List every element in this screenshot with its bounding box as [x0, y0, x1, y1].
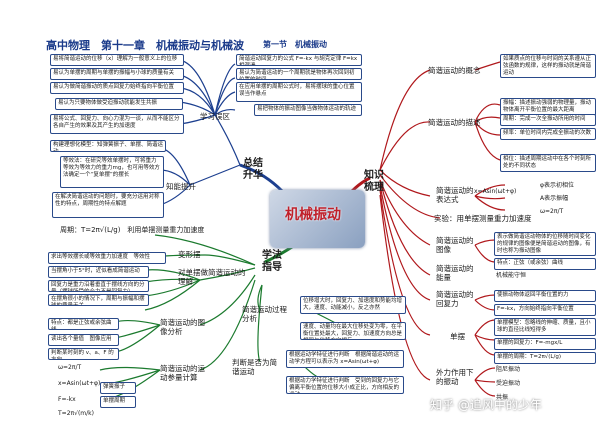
calc-item: 单摆周期 [100, 396, 136, 408]
graph-item: 读出各个量值 图像应用 [48, 334, 119, 346]
goal-item: 易认为做简谐振动的质点回复力始终指向平衡位置 [50, 82, 184, 94]
section-subtitle: 第一节 机械振动 [263, 40, 327, 49]
expr-item: ω=2π/T [540, 208, 564, 215]
judge-item: 根据运动学特征进行判断 根据简谐运动的运动学方程可以表示为 x=Asin(ωt+… [286, 350, 404, 368]
node-forced: 外力作用下的振动 [436, 368, 474, 386]
node-calc: 简谐运动的运动参量计算 [160, 364, 205, 382]
calc-item: x=Asin(ωt+φ) [58, 380, 101, 387]
concept-text: 如果质点的位移与时间的关系遵从正弦函数的规律，这样的振动就是简谐运动 [500, 54, 596, 78]
ability-item: 在解决简谐运动的问题时，要充分运用对称性的特点，周期性的特点解题 [52, 192, 164, 218]
process-item: 位移增大时，回复力、加速度和势能均增大，速度、动能减小，反之亦然 [300, 296, 406, 314]
node-pendulum-understanding: 对单摆做简谐运动的理解 [178, 268, 246, 286]
node-graph-analysis: 简谐运动的图像分析 [160, 318, 205, 336]
calc-item: ω=2π/T [58, 364, 82, 371]
goal-item: 易将简谐运动的位移（x）理解为一般意义上的位移 [50, 54, 184, 66]
goal-item: 易把物体的振动图像当做物体运动的轨迹 [254, 104, 362, 116]
hub-knowledge: 知识 梳理 [364, 170, 386, 194]
hub-knowledge-label: 知识 梳理 [364, 170, 384, 193]
calc-item: 弹簧振子 [100, 382, 136, 394]
node-process: 简谐运动过程分析 [242, 305, 287, 323]
pendulum-k-item: 单摆的周期：T=2π√(L/g) [494, 352, 596, 364]
node-expr: 简谐运动的表达式 [436, 186, 474, 204]
graph-item: 特点：都是正弦或余弦曲线 [48, 318, 119, 330]
ability-item: 构建理想化模型：知弹簧振子、单摆、简谐运动 [50, 140, 166, 152]
image-item: 特点：正弦（或余弦）曲线 [494, 258, 596, 270]
node-learning-goals: 学习误区 [200, 112, 230, 121]
hub-summary-label: 总结 升华 [243, 158, 263, 181]
goal-item: 易认为单摆的周期与单摆的振幅与小球的质量有关 [50, 68, 184, 80]
goal-item: 易认为只要物体做受迫振动就能发生共振 [55, 98, 183, 110]
process-item: 速度、动量均在最大位移处变为零，在平衡位置处最大，回复力、加速度方向总是相同与位… [300, 322, 406, 340]
node-transform-pendulum: 变形摆 [178, 250, 201, 259]
center-node: 机械振动 [270, 190, 365, 248]
node-pendulum: 单摆 [450, 332, 465, 341]
ability-item: 等效法：在研究等效单摆时，可将重力等效为等效力的重力mg，也可用等效方法确定一个… [60, 156, 164, 188]
pendulum-item: 回复力是重力沿着垂直于摆线方向的分量（摆球所受的合力不是回复力） [48, 280, 149, 292]
formula-note: 周期：T=2π√(L/g) 利用单摆测量重力加速度 [60, 226, 205, 234]
pendulum-k-item: 单摆的回复力：F=-mgx/L [494, 338, 596, 350]
image-item: 表示做简谐运动物体的位移随时间变化的规律的图像便是简谐运动的图像，有时也称为振动… [494, 232, 596, 256]
goal-item: 在应用单摆的周期公式时，易将摆球的重心位置误当作悬点 [236, 82, 362, 102]
node-experiment: 实验：用单摆测量重力加速度 [434, 214, 532, 223]
forced-item: 共振 [496, 394, 509, 401]
pendulum-item: 求出等效摆长或等效重力加速度 等效性 [48, 252, 166, 264]
node-ability: 知能提升 [166, 182, 196, 191]
describe-item: 周期：完成一次全振动所用的时间 [500, 114, 596, 126]
forced-item: 受迫振动 [496, 380, 521, 387]
calc-item: T=2π√(m/k) [58, 410, 94, 417]
node-describe: 简谐运动的描述 [428, 118, 481, 127]
describe-item: 相位：描述周期运动中在各个时刻所处的不同状态 [500, 154, 596, 172]
goal-item: 易将公式、回复力、向心力混为一谈，从而不能区分各自产生的效果及其产生的加速度 [50, 114, 184, 134]
expr-item: φ表示初相位 [540, 182, 574, 189]
describe-item: 频率：单位时间内完成全振动的次数 [500, 128, 596, 140]
hub-summary: 总结 升华 [243, 158, 265, 182]
page-title: 高中物理 第十一章 机械振动与机械波 [46, 39, 244, 52]
energy-item: 机械能守恒 [496, 272, 527, 279]
node-energy: 简谐运动的能量 [436, 264, 474, 282]
node-judge: 判断是否为简谐运动 [232, 358, 277, 376]
hub-method: 学法 指导 [262, 250, 284, 274]
judge-item: 根据动力学特征进行判断 受到的回复力与它偏离平衡位置的位移大小成正比，方向相反的… [286, 376, 404, 394]
node-image: 简谐运动的图像 [436, 236, 474, 254]
pendulum-item: 当摆角小于5°时，近似看成简谐运动 [48, 266, 149, 278]
hub-method-label: 学法 指导 [262, 250, 282, 273]
pendulum-item: 在摆角很小的情况下，周期与振幅和摆球的质量无关 [48, 294, 149, 306]
restore-item: 使振动物体返回平衡位置的力 [494, 290, 596, 302]
expr-item: x=Asin(ωt+φ) [474, 188, 517, 195]
node-restore: 简谐运动的回复力 [436, 290, 474, 308]
graph-item: 判断某时刻的 v、a、F 的方向 [48, 348, 119, 360]
center-label: 机械振动 [285, 207, 341, 223]
pendulum-k-item: 单摆模型：忽略线的伸缩、质量，且小球的直径比线短得多 [494, 318, 596, 336]
forced-item: 阻尼振动 [496, 366, 521, 373]
node-concept: 简谐运动的概念 [428, 66, 481, 75]
expr-item: A表示振幅 [540, 195, 569, 202]
calc-item: F=-kx [58, 396, 76, 403]
watermark: 知乎 @追风中的少年 [430, 398, 542, 412]
restore-item: F=-kx，方向始终指向平衡位置 [494, 304, 596, 316]
goal-item: 易认为简谐运动的一个周期就是物体再次回到初位置的时间 [236, 68, 362, 80]
goal-item: 简谐运动回复力的公式 F=-kx 与胡克定律 F=kx 相混淆 [236, 54, 362, 66]
